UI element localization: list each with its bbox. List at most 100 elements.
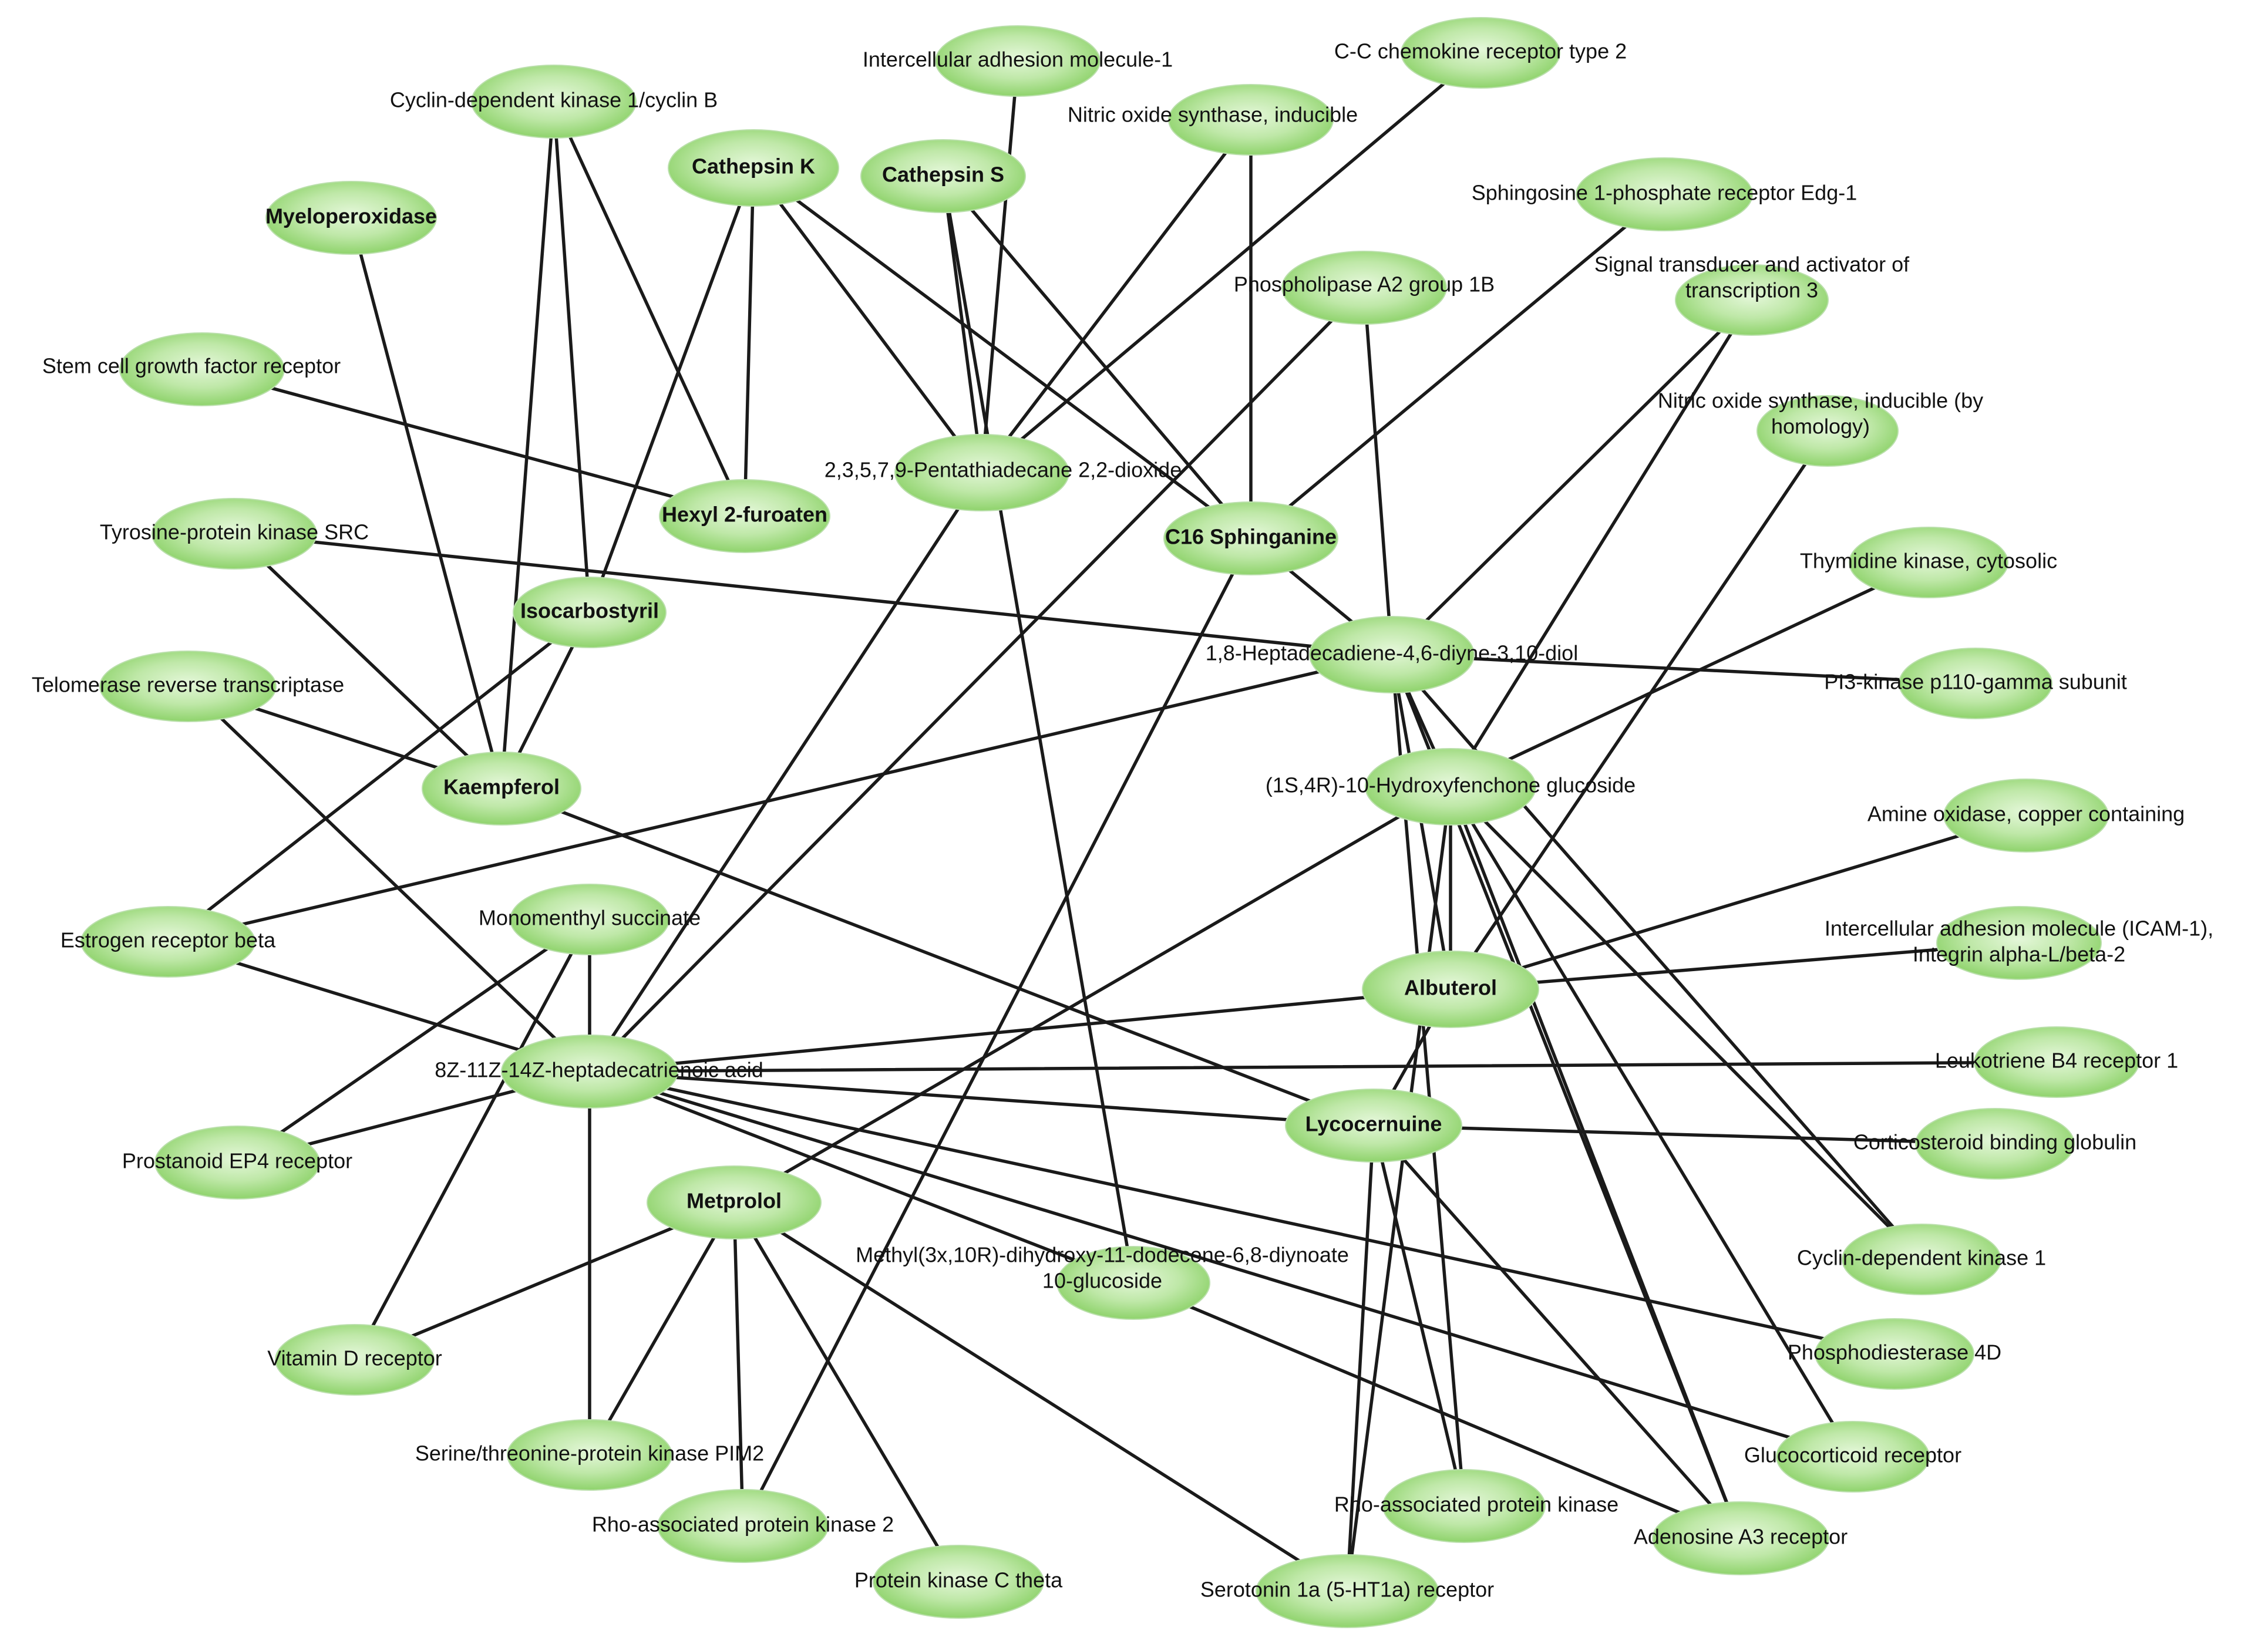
node-ellipse-nos2[interactable] (1168, 84, 1334, 156)
edge-lycocernuine-rock (1372, 1124, 1466, 1508)
node-hepta[interactable] (1309, 616, 1475, 693)
node-label-heptadecatrienoic: 8Z-11Z-14Z-heptadecatrienoic acid (435, 1058, 763, 1082)
node-ellipse-icamint[interactable] (1936, 906, 2102, 980)
node-penta[interactable] (894, 434, 1069, 511)
node-ellipse-cdk1[interactable] (1842, 1224, 2001, 1295)
node-ellipse-albuterol[interactable] (1362, 951, 1539, 1028)
node-albuterol[interactable] (1362, 951, 1539, 1028)
node-htr1a[interactable] (1256, 1554, 1439, 1628)
node-ellipse-stat3[interactable] (1675, 264, 1829, 336)
node-lycocernuine[interactable] (1285, 1089, 1462, 1163)
edge-pla2-hepta (1362, 286, 1394, 656)
edge-stat3-hydroxy (1449, 298, 1754, 789)
node-ellipse-ltb4[interactable] (1974, 1026, 2139, 1098)
node-ltb4[interactable] (1974, 1026, 2139, 1098)
node-icamint[interactable] (1936, 906, 2102, 980)
node-ellipse-rock[interactable] (1382, 1469, 1546, 1543)
node-ellipse-kaemp[interactable] (422, 752, 581, 826)
node-ellipse-vdr[interactable] (275, 1324, 435, 1396)
node-ellipse-src[interactable] (152, 498, 317, 570)
node-ellipse-pla2[interactable] (1281, 251, 1447, 325)
node-ellipse-htr1a[interactable] (1256, 1554, 1439, 1628)
node-ellipse-isocarb[interactable] (513, 577, 667, 648)
node-pde4d[interactable] (1815, 1318, 1974, 1390)
node-ellipse-ep4[interactable] (154, 1126, 320, 1200)
node-label-esr2: Estrogen receptor beta (60, 928, 276, 952)
node-methyl[interactable] (1056, 1246, 1210, 1320)
node-ellipse-tert[interactable] (99, 651, 277, 722)
node-gr[interactable] (1776, 1421, 1930, 1493)
node-s1p[interactable] (1576, 157, 1753, 231)
node-cdk1[interactable] (1842, 1224, 2001, 1295)
node-ellipse-mpo[interactable] (265, 181, 437, 255)
edge-catk-penta (752, 166, 984, 474)
node-ellipse-cdk1b[interactable] (471, 65, 637, 139)
node-ellipse-cbg[interactable] (1915, 1108, 2075, 1180)
node-ellipse-metprolol[interactable] (647, 1165, 822, 1239)
node-ellipse-cats[interactable] (860, 139, 1026, 213)
node-hydroxy[interactable] (1365, 748, 1536, 826)
node-mpo[interactable] (265, 181, 437, 255)
node-ellipse-monomenthyl[interactable] (510, 884, 669, 955)
node-cbg[interactable] (1915, 1108, 2075, 1180)
node-pi3k[interactable] (1899, 648, 2052, 719)
node-ellipse-c16[interactable] (1163, 501, 1338, 575)
node-pkct[interactable] (873, 1545, 1044, 1619)
node-ellipse-penta[interactable] (894, 434, 1069, 511)
node-hexyl[interactable] (659, 479, 830, 553)
node-ellipse-pkct[interactable] (873, 1545, 1044, 1619)
node-stat3[interactable] (1675, 264, 1829, 336)
node-pim2[interactable] (507, 1419, 672, 1491)
node-esr2[interactable] (80, 906, 255, 978)
node-pla2[interactable] (1281, 251, 1447, 325)
node-metprolol[interactable] (647, 1165, 822, 1239)
node-kit[interactable] (119, 332, 285, 406)
node-ellipse-hydroxy[interactable] (1365, 748, 1536, 826)
node-nos2[interactable] (1168, 84, 1334, 156)
node-ellipse-aoc[interactable] (1943, 779, 2109, 853)
node-ellipse-adora3[interactable] (1652, 1501, 1829, 1575)
node-src[interactable] (152, 498, 317, 570)
node-tk1[interactable] (1849, 527, 2008, 598)
node-ellipse-ccr2[interactable] (1401, 17, 1560, 89)
node-ellipse-hepta[interactable] (1309, 616, 1475, 693)
node-ellipse-pi3k[interactable] (1899, 648, 2052, 719)
node-ellipse-rock2[interactable] (657, 1489, 829, 1563)
node-ellipse-lycocernuine[interactable] (1285, 1089, 1462, 1163)
node-tert[interactable] (99, 651, 277, 722)
node-ellipse-icam1[interactable] (935, 25, 1101, 97)
node-ellipse-methyl[interactable] (1056, 1246, 1210, 1320)
node-heptadecatrienoic[interactable] (501, 1035, 678, 1109)
node-ellipse-nos2h[interactable] (1756, 395, 1899, 467)
node-ellipse-s1p[interactable] (1576, 157, 1753, 231)
node-label-albuterol: Albuterol (1404, 976, 1497, 1000)
node-ellipse-pde4d[interactable] (1815, 1318, 1974, 1390)
node-catk[interactable] (668, 129, 839, 207)
node-ellipse-kit[interactable] (119, 332, 285, 406)
node-ellipse-heptadecatrienoic[interactable] (501, 1035, 678, 1109)
node-adora3[interactable] (1652, 1501, 1829, 1575)
node-kaemp[interactable] (422, 752, 581, 826)
node-monomenthyl[interactable] (510, 884, 669, 955)
node-vdr[interactable] (275, 1324, 435, 1396)
node-ellipse-hexyl[interactable] (659, 479, 830, 553)
node-rock[interactable] (1382, 1469, 1546, 1543)
node-icam1[interactable] (935, 25, 1101, 97)
node-cats[interactable] (860, 139, 1026, 213)
edge-kit-hexyl (200, 368, 746, 518)
node-ellipse-gr[interactable] (1776, 1421, 1930, 1493)
node-ccr2[interactable] (1401, 17, 1560, 89)
node-ellipse-tk1[interactable] (1849, 527, 2008, 598)
edge-catk-isocarb (588, 166, 755, 614)
node-ep4[interactable] (154, 1126, 320, 1200)
node-c16[interactable] (1163, 501, 1338, 575)
node-cdk1b[interactable] (471, 65, 637, 139)
node-aoc[interactable] (1943, 779, 2109, 853)
node-isocarb[interactable] (513, 577, 667, 648)
node-nos2h[interactable] (1756, 395, 1899, 467)
node-ellipse-esr2[interactable] (80, 906, 255, 978)
node-rock2[interactable] (657, 1489, 829, 1563)
node-ellipse-catk[interactable] (668, 129, 839, 207)
node-ellipse-pim2[interactable] (507, 1419, 672, 1491)
edge-cdk1b-isocarb (552, 100, 591, 614)
